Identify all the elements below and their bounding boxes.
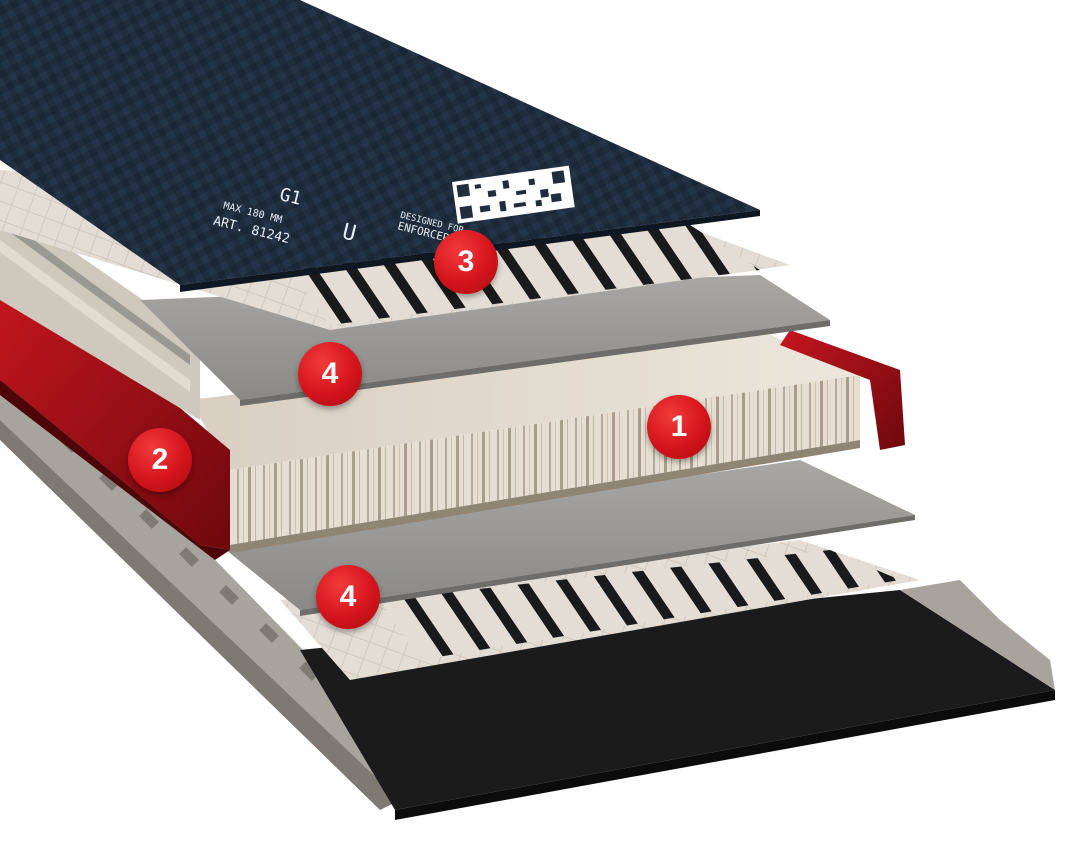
- marker-4-lower: 4: [316, 565, 380, 629]
- top-sheet-print-1: G1: [277, 184, 303, 210]
- bottom-laminate-layer: [220, 460, 915, 616]
- bottom-stripe-fiber-layer: [280, 540, 920, 680]
- marker-4-upper: 4: [298, 342, 362, 406]
- marker-3-label: 3: [457, 245, 475, 278]
- marker-2: 2: [128, 428, 192, 492]
- marker-4-upper-label: 4: [321, 357, 339, 390]
- marker-2-label: 2: [151, 443, 169, 476]
- marker-1: 1: [647, 395, 711, 459]
- marker-4-lower-label: 4: [339, 580, 357, 613]
- marker-3: 3: [434, 230, 498, 294]
- qr-code: [452, 165, 575, 224]
- top-sheet-print-2: U: [340, 219, 359, 246]
- marker-1-label: 1: [670, 410, 688, 443]
- stacked-edge-layers: [0, 200, 200, 420]
